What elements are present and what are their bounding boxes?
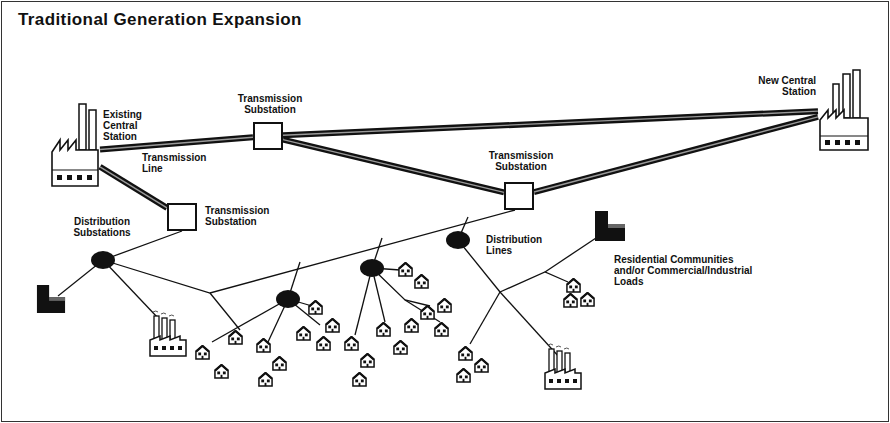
existing-station-icon — [52, 104, 98, 186]
diagram-label: Residential Communities and/or Commercia… — [612, 254, 766, 287]
illustration-part — [67, 175, 72, 180]
house-icon — [421, 306, 434, 319]
illustration-part — [52, 140, 98, 186]
illustration-part — [91, 251, 115, 269]
diagram-label: Transmission Line — [140, 152, 216, 174]
transmission-line-outer — [283, 140, 504, 193]
illustration-part — [276, 290, 300, 308]
house-icon — [257, 339, 270, 352]
illustration-part — [845, 140, 850, 145]
house-icon — [405, 319, 418, 332]
illustration-part — [52, 170, 98, 171]
illustration-part — [355, 268, 372, 335]
house-icon — [309, 301, 322, 314]
factory-icon — [545, 344, 581, 389]
house-icon — [326, 319, 339, 332]
house-icon — [377, 323, 390, 336]
house-icon — [435, 323, 448, 336]
commercial-building — [37, 285, 65, 313]
house-icon — [567, 279, 580, 292]
illustration-part — [57, 175, 62, 180]
illustration-part — [103, 260, 158, 318]
illustration-part — [212, 299, 288, 342]
house-icon — [273, 357, 286, 370]
factory-icon — [150, 311, 186, 356]
house-icon — [459, 347, 472, 360]
transmission-line — [283, 111, 818, 135]
transmission-line-inner — [534, 117, 818, 192]
transmission-substation: Transmission Substation — [504, 182, 534, 210]
power-station: New Central Station — [818, 70, 870, 150]
diagram-label: Distribution Substations — [60, 216, 144, 238]
node-label: Transmission Substation — [471, 150, 571, 172]
transmission-line — [283, 140, 504, 193]
house-icon — [415, 275, 428, 288]
house-icon — [361, 354, 374, 367]
house-icon — [317, 337, 330, 350]
house-icon — [297, 327, 310, 340]
house-icon — [229, 331, 242, 344]
diagram-title: Traditional Generation Expansion — [18, 10, 302, 30]
house-icon — [394, 341, 407, 354]
commercial-building — [595, 211, 625, 241]
transmission-line-outer — [283, 111, 818, 135]
house-icon — [196, 346, 209, 359]
diagram-label: Distribution Lines — [484, 234, 554, 256]
transmission-substation: Transmission Substation — [167, 203, 197, 231]
illustration-part — [446, 231, 470, 249]
illustration-part — [103, 210, 515, 293]
house-icon — [399, 263, 412, 276]
node-label: New Central Station — [752, 75, 816, 97]
illustration-part — [470, 292, 500, 344]
illustration-part — [77, 175, 82, 180]
transmission-line-inner — [283, 140, 504, 193]
illustration-part — [820, 136, 868, 137]
illustration-part — [210, 293, 240, 330]
illustration-part — [853, 70, 860, 118]
distribution-substation — [91, 231, 470, 308]
transmission-line-outer — [534, 117, 818, 192]
illustration-part — [79, 104, 86, 150]
house-icon — [438, 299, 451, 312]
illustration-part — [89, 110, 96, 150]
house-icon — [215, 365, 228, 378]
illustration-part — [820, 110, 868, 150]
transmission-substation: Transmission Substation — [253, 122, 283, 150]
illustration-part — [825, 140, 830, 145]
transmission-line-inner — [283, 111, 818, 135]
illustration-part — [500, 272, 568, 292]
new-station-icon — [820, 70, 868, 150]
node-label: Transmission Substation — [205, 205, 285, 227]
house-icon — [353, 373, 366, 386]
node-label: Transmission Substation — [220, 93, 320, 115]
illustration-part — [835, 140, 840, 145]
distribution-line — [58, 210, 596, 358]
illustration-part — [87, 175, 92, 180]
transmission-line — [534, 117, 818, 192]
power-station: Existing Central Station — [50, 113, 100, 190]
house-icon — [457, 369, 470, 382]
house-icon — [581, 293, 594, 306]
illustration-part — [500, 292, 560, 358]
illustration-part — [360, 259, 384, 277]
house-icon — [564, 294, 577, 307]
node-label: Existing Central Station — [103, 109, 157, 142]
house-group — [196, 263, 594, 386]
illustration-part — [855, 140, 860, 145]
house-icon — [259, 373, 272, 386]
house-icon — [475, 359, 488, 372]
house-icon — [345, 337, 358, 350]
